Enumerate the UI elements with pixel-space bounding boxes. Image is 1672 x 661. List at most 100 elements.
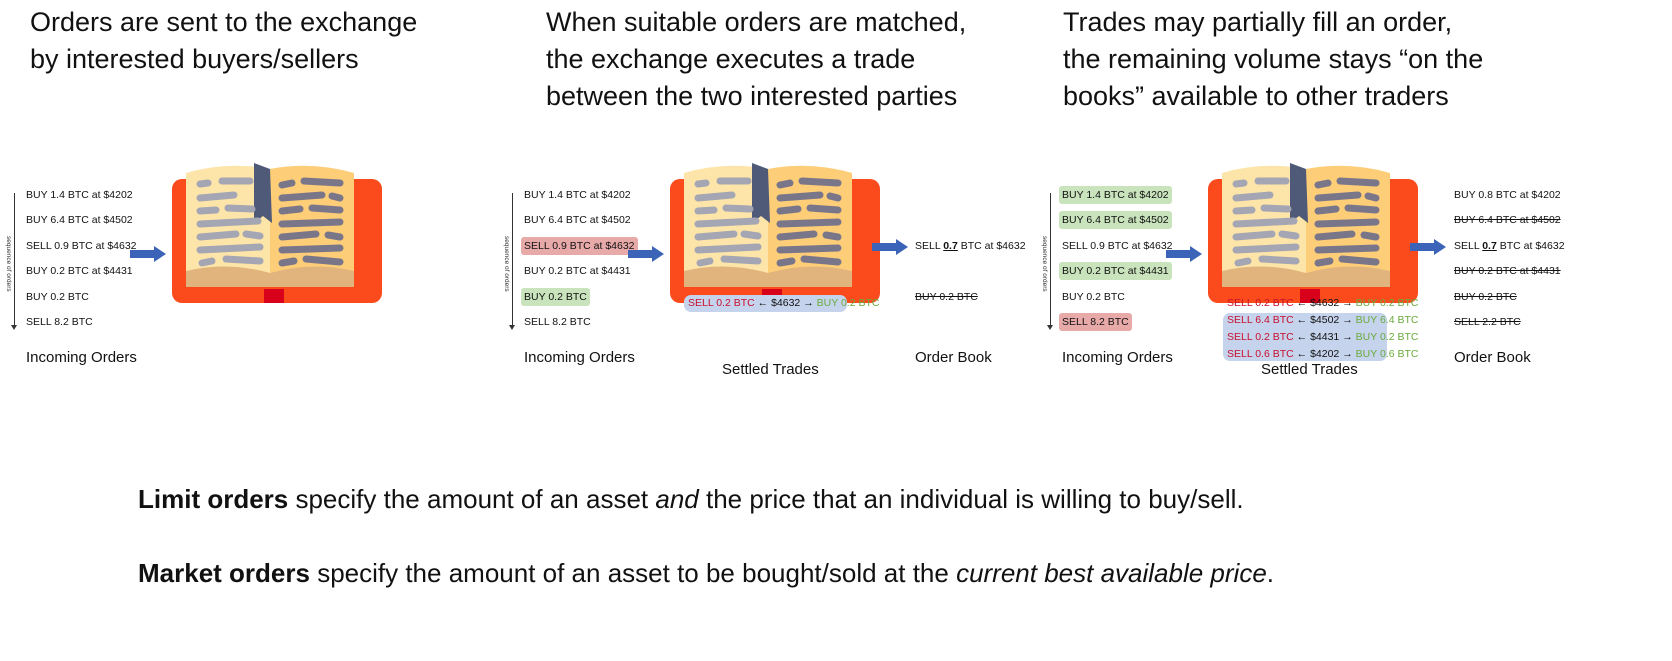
sequence-arrow xyxy=(509,193,515,330)
arrow-icon xyxy=(872,239,908,255)
market-order-definition: Market orders specify the amount of an a… xyxy=(138,558,1274,589)
order-book-entry-filled: BUY 0.2 BTC at $4431 xyxy=(1454,265,1561,277)
incoming-order: BUY 1.4 BTC at $4202 xyxy=(524,189,631,201)
heading-line: the remaining volume stays “on the xyxy=(1063,44,1484,74)
trade-sell: SELL 0.2 BTC xyxy=(1227,297,1294,309)
term-limit-orders: Limit orders xyxy=(138,484,289,514)
step3-heading: Trades may partially fill an order, the … xyxy=(1063,4,1483,115)
left-arrow-icon: ← xyxy=(1296,314,1308,326)
trade-price: $4502 xyxy=(1310,314,1340,326)
order-book-entry-filled: BUY 6.4 BTC at $4502 xyxy=(1454,214,1561,226)
sequence-label: sequence of orders xyxy=(503,236,510,292)
heading-line: the exchange executes a trade xyxy=(546,44,916,74)
incoming-order: BUY 6.4 BTC at $4502 xyxy=(524,214,631,226)
right-arrow-icon: → xyxy=(1342,348,1353,360)
left-arrow-icon: ← xyxy=(1296,348,1308,360)
sequence-label: sequence of orders xyxy=(5,236,12,292)
incoming-orders-caption: Incoming Orders xyxy=(524,349,635,366)
arrow-icon xyxy=(1410,239,1446,255)
incoming-order-buy-highlight: BUY 6.4 BTC at $4502 xyxy=(1059,211,1172,229)
arrow-icon xyxy=(1166,246,1202,262)
trade-sell: SELL 0.2 BTC xyxy=(688,297,755,309)
settled-trades-list: SELL 0.2 BTC ← $4632 → BUY 0.2 BTC SELL … xyxy=(1227,295,1418,363)
emphasis: current best available price xyxy=(956,558,1267,588)
order-book-caption: Order Book xyxy=(915,349,992,366)
order-book-entry-filled: BUY 0.2 BTC xyxy=(915,291,978,303)
incoming-order: BUY 6.4 BTC at $4502 xyxy=(26,214,133,226)
incoming-order: BUY 0.2 BTC at $4431 xyxy=(26,265,133,277)
entry-prefix: SELL xyxy=(915,240,944,252)
order-book-entry-filled: SELL 2.2 BTC xyxy=(1454,316,1521,328)
incoming-order: SELL 0.9 BTC at $4632 xyxy=(26,240,137,252)
definition-text: the price that an individual is willing … xyxy=(698,484,1244,514)
incoming-order-sell-highlight: SELL 0.9 BTC at $4632 xyxy=(521,237,638,255)
step2-heading: When suitable orders are matched, the ex… xyxy=(546,4,966,115)
incoming-order-buy-highlight: BUY 0.2 BTC xyxy=(521,288,590,306)
trade-price: $4431 xyxy=(1310,331,1340,343)
settled-trades-box xyxy=(1223,313,1387,361)
heading-line: by interested buyers/sellers xyxy=(30,44,359,74)
entry-suffix: BTC at $4632 xyxy=(1496,240,1565,252)
incoming-order-buy-highlight: BUY 0.2 BTC at $4431 xyxy=(1059,262,1172,280)
settled-trade: SELL 0.2 BTC ← $4431 → BUY 0.2 BTC xyxy=(1227,329,1418,346)
heading-line: Trades may partially fill an order, xyxy=(1063,7,1453,37)
arrow-icon xyxy=(130,246,166,262)
trade-price: $4632 xyxy=(771,297,801,309)
entry-amount: 0.7 xyxy=(943,240,958,252)
incoming-order: SELL 8.2 BTC xyxy=(26,316,93,328)
incoming-orders-caption: Incoming Orders xyxy=(1062,349,1173,366)
settled-trade-box xyxy=(684,295,847,312)
trade-buy: BUY 0.2 BTC xyxy=(1355,331,1419,343)
right-arrow-icon: → xyxy=(1342,297,1353,309)
limit-order-definition: Limit orders specify the amount of an as… xyxy=(138,484,1244,515)
heading-line: When suitable orders are matched, xyxy=(546,7,967,37)
sequence-label: sequence of orders xyxy=(1041,236,1048,292)
order-book-caption: Order Book xyxy=(1454,349,1531,366)
heading-line: books” available to other traders xyxy=(1063,81,1449,111)
incoming-order: SELL 0.9 BTC at $4632 xyxy=(1062,240,1173,252)
settled-trade: SELL 6.4 BTC ← $4502 → BUY 6.4 BTC xyxy=(1227,312,1418,329)
entry-prefix: SELL xyxy=(1454,240,1483,252)
settled-trades-caption: Settled Trades xyxy=(722,361,819,378)
order-book-entry: BUY 0.8 BTC at $4202 xyxy=(1454,189,1561,201)
right-arrow-icon: → xyxy=(1342,314,1353,326)
trade-buy: BUY 0.2 BTC xyxy=(816,297,880,309)
arrow-icon xyxy=(628,246,664,262)
entry-suffix: BTC at $4632 xyxy=(957,240,1026,252)
incoming-order-buy-highlight: BUY 1.4 BTC at $4202 xyxy=(1059,186,1172,204)
right-arrow-icon: → xyxy=(1342,331,1353,343)
trade-buy: BUY 0.2 BTC xyxy=(1355,297,1419,309)
right-arrow-icon: → xyxy=(803,297,814,309)
trade-buy: BUY 6.4 BTC xyxy=(1355,314,1419,326)
order-book-entry: SELL 0.7 BTC at $4632 xyxy=(1451,237,1568,255)
settled-trade: SELL 0.6 BTC ← $4202 → BUY 0.6 BTC xyxy=(1227,346,1418,363)
trade-price: $4202 xyxy=(1310,348,1340,360)
trade-price: $4632 xyxy=(1310,297,1340,309)
definition-text: specify the amount of an asset xyxy=(288,484,656,514)
left-arrow-icon: ← xyxy=(1296,297,1308,309)
trade-buy: BUY 0.6 BTC xyxy=(1355,348,1419,360)
order-book-icon xyxy=(1208,152,1418,312)
incoming-order: SELL 8.2 BTC xyxy=(524,316,591,328)
incoming-order-sell-highlight: SELL 8.2 BTC xyxy=(1059,313,1132,331)
order-book-entry: SELL 0.7 BTC at $4632 xyxy=(912,237,1029,255)
sequence-arrow xyxy=(1047,193,1053,330)
definition-text: specify the amount of an asset to be bou… xyxy=(309,558,957,588)
trade-sell: SELL 0.2 BTC xyxy=(1227,331,1294,343)
order-book-icon xyxy=(670,152,880,312)
incoming-orders-caption: Incoming Orders xyxy=(26,349,137,366)
incoming-order: BUY 0.2 BTC xyxy=(26,291,89,303)
trade-sell: SELL 0.6 BTC xyxy=(1227,348,1294,360)
order-book-entry-filled: BUY 0.2 BTC xyxy=(1454,291,1517,303)
incoming-order: BUY 0.2 BTC xyxy=(1062,291,1125,303)
definition-text: . xyxy=(1266,558,1275,588)
heading-line: Orders are sent to the exchange xyxy=(30,7,418,37)
left-arrow-icon: ← xyxy=(757,297,769,309)
order-book-icon xyxy=(172,152,382,312)
entry-amount: 0.7 xyxy=(1482,240,1497,252)
settled-trade: SELL 0.2 BTC ← $4632 → BUY 0.2 BTC xyxy=(688,295,879,312)
sequence-arrow xyxy=(11,193,17,330)
incoming-order: BUY 1.4 BTC at $4202 xyxy=(26,189,133,201)
term-market-orders: Market orders xyxy=(138,558,310,588)
step1-heading: Orders are sent to the exchange by inter… xyxy=(30,4,417,78)
